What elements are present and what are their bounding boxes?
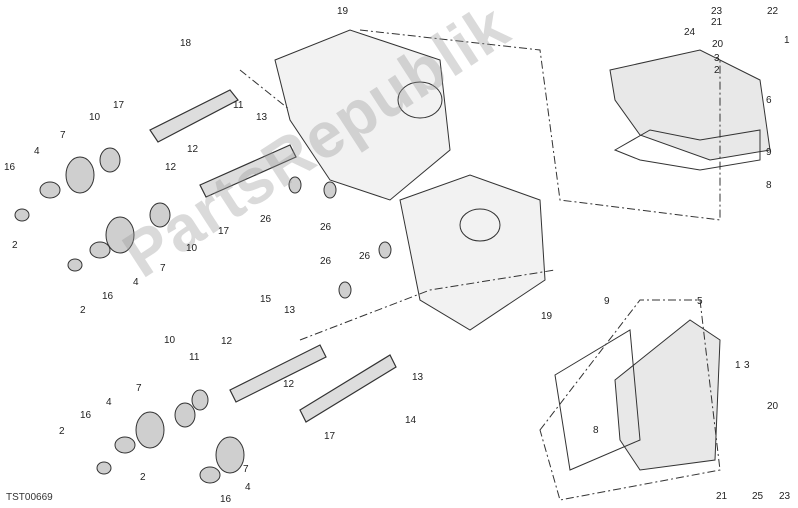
- diagram-code: TST00669: [6, 492, 53, 503]
- callout: 2: [714, 65, 720, 76]
- rear-cylinder-head: [399, 174, 546, 331]
- dashed-guides: [239, 29, 721, 501]
- callout: 8: [593, 425, 599, 436]
- callout: 10: [164, 335, 176, 346]
- callout: 26: [359, 251, 371, 262]
- callout: 19: [337, 6, 349, 17]
- callout: 24: [684, 27, 696, 38]
- callout: 4: [106, 397, 112, 408]
- callout: 20: [767, 401, 779, 412]
- callout: 26: [320, 222, 332, 233]
- callout: 18: [180, 38, 192, 49]
- callout: 16: [102, 291, 114, 302]
- front-cylinder-head: [274, 29, 451, 201]
- callout: 14: [405, 415, 417, 426]
- callout: 17: [113, 100, 125, 111]
- callout: 3: [744, 360, 750, 371]
- callout: 11: [189, 352, 200, 363]
- callout: 7: [160, 263, 166, 274]
- callout: 2: [140, 472, 146, 483]
- callout: 5: [697, 296, 703, 307]
- callout: 21: [716, 491, 728, 502]
- head-cover-top: [609, 49, 771, 161]
- callout: 25: [752, 491, 764, 502]
- callout: 1: [735, 360, 741, 371]
- callout: 3: [714, 53, 720, 64]
- callout: 13: [412, 372, 424, 383]
- callout: 23: [779, 491, 791, 502]
- callout: 9: [766, 147, 772, 158]
- head-cover-bottom: [614, 319, 721, 471]
- callout: 26: [260, 214, 272, 225]
- callout: 7: [136, 383, 142, 394]
- callout: 20: [712, 39, 724, 50]
- callout: 2: [80, 305, 86, 316]
- callout: 26: [320, 256, 332, 267]
- callout: 11: [233, 100, 244, 111]
- callout: 4: [133, 277, 139, 288]
- callout: 4: [245, 482, 251, 493]
- callout: 1: [784, 35, 790, 46]
- callout: 21: [711, 17, 723, 28]
- callout: 10: [186, 243, 198, 254]
- callout: 16: [80, 410, 92, 421]
- callout: 7: [243, 464, 249, 475]
- callout: 2: [12, 240, 18, 251]
- gasket-top: [613, 129, 761, 171]
- callout: 9: [604, 296, 610, 307]
- callout: 2: [59, 426, 65, 437]
- callout: 8: [766, 180, 772, 191]
- callout: 12: [221, 336, 233, 347]
- callout: 23: [711, 6, 723, 17]
- callout: 13: [284, 305, 296, 316]
- camshafts: [149, 89, 397, 423]
- callout: 15: [260, 294, 272, 305]
- callout: 22: [767, 6, 779, 17]
- callout: 16: [4, 162, 16, 173]
- callout: 6: [766, 95, 772, 106]
- callout: 17: [324, 431, 336, 442]
- gears: [14, 147, 392, 484]
- callout: 7: [60, 130, 66, 141]
- callout: 12: [283, 379, 295, 390]
- callout: 19: [541, 311, 553, 322]
- callout: 16: [220, 494, 232, 505]
- callout: 17: [218, 226, 230, 237]
- callout: 10: [89, 112, 101, 123]
- callout: 12: [165, 162, 177, 173]
- callout: 4: [34, 146, 40, 157]
- callout: 13: [256, 112, 268, 123]
- callout: 12: [187, 144, 199, 155]
